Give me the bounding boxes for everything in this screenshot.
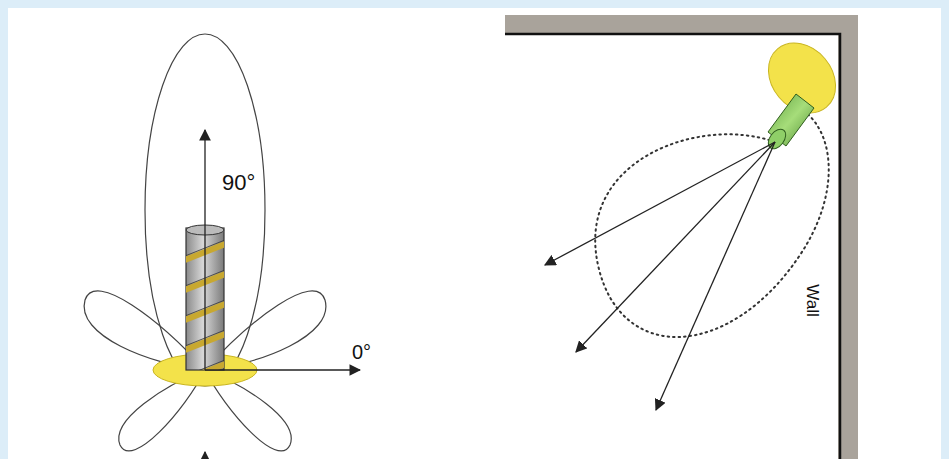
radiation-lobes bbox=[84, 34, 326, 451]
wall bbox=[505, 15, 858, 459]
wall-label: Wall bbox=[804, 284, 821, 316]
radiation-pattern bbox=[595, 112, 829, 337]
angle-label: 90° bbox=[222, 172, 255, 194]
angle-label: 0° bbox=[352, 342, 371, 362]
direction-arrows bbox=[545, 142, 775, 410]
direction-arrows bbox=[205, 130, 360, 459]
